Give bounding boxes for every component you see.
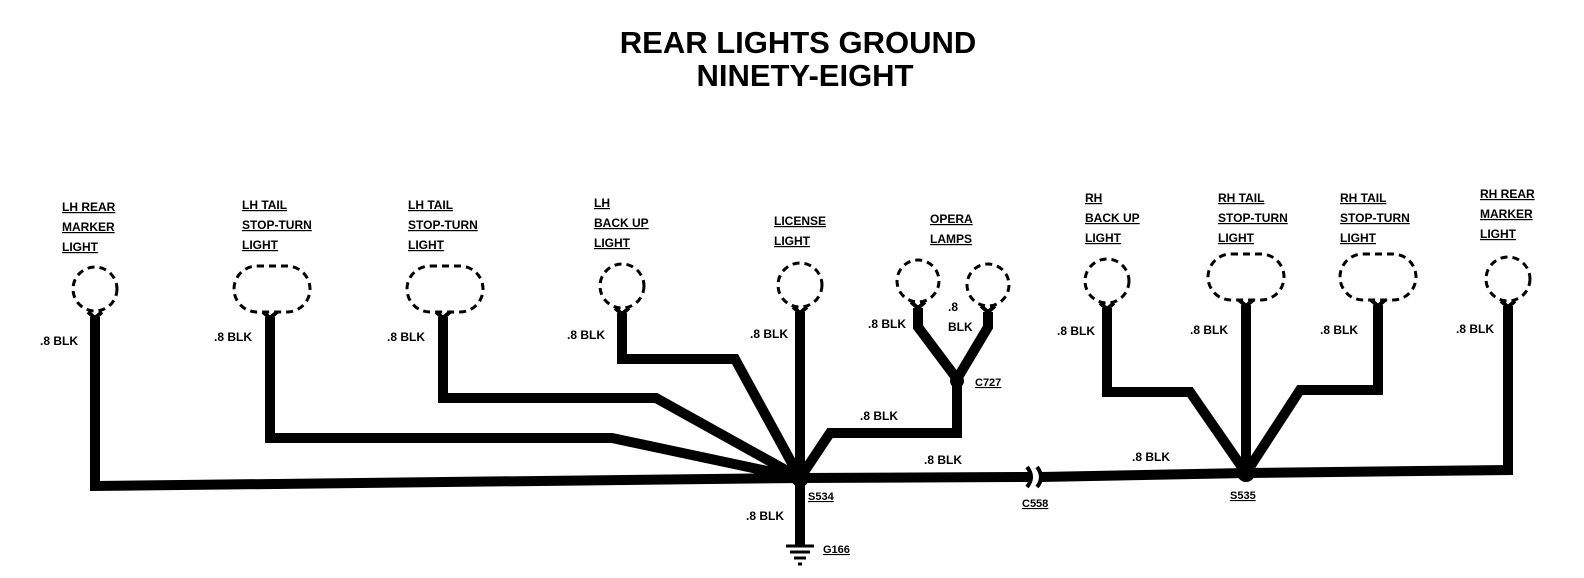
svg-text:LH: LH bbox=[594, 196, 610, 210]
rh-rear-marker-label: RH REAR MARKER LIGHT bbox=[1480, 187, 1535, 241]
s535-splice-icon bbox=[1237, 464, 1255, 482]
wire-label-rh-tail-1: .8 BLK bbox=[1190, 323, 1228, 337]
rh-tail-bulb-1-icon bbox=[1206, 252, 1286, 302]
ground-symbol-icon bbox=[786, 544, 814, 566]
lh-rear-marker-bulb-icon bbox=[71, 265, 119, 313]
opera-lamp-left-bulb-icon bbox=[895, 258, 941, 304]
wire-label-ground: .8 BLK bbox=[746, 509, 784, 523]
s534-splice-icon bbox=[791, 469, 809, 487]
lh-back-up-label: LH BACK UP LIGHT bbox=[594, 196, 649, 250]
lh-tail-bulb-1-icon bbox=[232, 264, 312, 314]
svg-text:STOP-TURN: STOP-TURN bbox=[242, 218, 312, 232]
svg-text:LH REAR: LH REAR bbox=[62, 200, 116, 214]
wire-label-rh-tail-2: .8 BLK bbox=[1320, 323, 1358, 337]
svg-text:RH TAIL: RH TAIL bbox=[1340, 191, 1386, 205]
ref-g166: G166 bbox=[823, 544, 850, 556]
rh-tail-stop-turn-label-1: RH TAIL STOP-TURN LIGHT bbox=[1218, 191, 1288, 245]
wire-label-c727-to-s534: .8 BLK bbox=[860, 409, 898, 423]
opera-lamps-label: OPERA LAMPS bbox=[930, 212, 973, 246]
c558-connector-icon bbox=[1025, 465, 1043, 489]
svg-text:STOP-TURN: STOP-TURN bbox=[1340, 211, 1410, 225]
svg-text:LIGHT: LIGHT bbox=[1218, 231, 1255, 245]
wire-label-rh-rear-marker: .8 BLK bbox=[1456, 322, 1494, 336]
svg-text:LIGHT: LIGHT bbox=[1340, 231, 1377, 245]
c727-connector-icon bbox=[950, 374, 964, 388]
svg-text:LIGHT: LIGHT bbox=[774, 234, 811, 248]
wire-label-c558-to-s535: .8 BLK bbox=[1132, 450, 1170, 464]
svg-text:MARKER: MARKER bbox=[1480, 207, 1533, 221]
ground-wires bbox=[90, 305, 1513, 545]
wire-label-rh-back-up: .8 BLK bbox=[1057, 324, 1095, 338]
svg-text:LH TAIL: LH TAIL bbox=[242, 198, 287, 212]
rh-rear-marker-bulb-icon bbox=[1484, 255, 1532, 303]
wire-label-opera-right-line2: BLK bbox=[948, 320, 973, 334]
svg-text:BACK UP: BACK UP bbox=[594, 216, 649, 230]
ref-s535: S535 bbox=[1230, 490, 1256, 502]
lh-rear-marker-label: LH REAR MARKER LIGHT bbox=[62, 200, 116, 254]
wire-label-opera-right-line1: .8 bbox=[948, 300, 958, 314]
wire-label-lh-tail-1: .8 BLK bbox=[214, 330, 252, 344]
rh-tail-bulb-2-icon bbox=[1338, 252, 1418, 302]
svg-text:STOP-TURN: STOP-TURN bbox=[1218, 211, 1288, 225]
diagram-title-line1: REAR LIGHTS GROUND bbox=[620, 25, 977, 60]
svg-text:STOP-TURN: STOP-TURN bbox=[408, 218, 478, 232]
svg-text:BACK UP: BACK UP bbox=[1085, 211, 1140, 225]
wire-label-lh-tail-2: .8 BLK bbox=[387, 330, 425, 344]
svg-text:RH REAR: RH REAR bbox=[1480, 187, 1535, 201]
lh-tail-stop-turn-label-1: LH TAIL STOP-TURN LIGHT bbox=[242, 198, 312, 252]
rh-back-up-label: RH BACK UP LIGHT bbox=[1085, 191, 1140, 245]
wire-label-lh-rear-marker: .8 BLK bbox=[40, 334, 78, 348]
rh-back-up-bulb-icon bbox=[1083, 257, 1131, 305]
wire-label-opera-left: .8 BLK bbox=[868, 317, 906, 331]
ref-c558: C558 bbox=[1022, 498, 1048, 510]
rh-tail-stop-turn-label-2: RH TAIL STOP-TURN LIGHT bbox=[1340, 191, 1410, 245]
svg-text:RH TAIL: RH TAIL bbox=[1218, 191, 1264, 205]
svg-text:RH: RH bbox=[1085, 191, 1102, 205]
ref-s534: S534 bbox=[808, 491, 835, 503]
svg-text:LAMPS: LAMPS bbox=[930, 232, 972, 246]
svg-text:LIGHT: LIGHT bbox=[1480, 227, 1517, 241]
svg-text:LH TAIL: LH TAIL bbox=[408, 198, 453, 212]
svg-text:LIGHT: LIGHT bbox=[62, 240, 99, 254]
svg-text:LIGHT: LIGHT bbox=[408, 238, 445, 252]
wire-label-s534-to-c558: .8 BLK bbox=[924, 453, 962, 467]
svg-text:LICENSE: LICENSE bbox=[774, 214, 826, 228]
lh-tail-bulb-2-icon bbox=[405, 264, 485, 314]
license-light-label: LICENSE LIGHT bbox=[774, 214, 826, 248]
svg-text:LIGHT: LIGHT bbox=[1085, 231, 1122, 245]
svg-text:OPERA: OPERA bbox=[930, 212, 973, 226]
svg-text:LIGHT: LIGHT bbox=[594, 236, 631, 250]
ref-c727: C727 bbox=[975, 377, 1001, 389]
svg-text:MARKER: MARKER bbox=[62, 220, 115, 234]
lh-tail-stop-turn-label-2: LH TAIL STOP-TURN LIGHT bbox=[408, 198, 478, 252]
wire-label-license: .8 BLK bbox=[750, 327, 788, 341]
opera-lamp-right-bulb-icon bbox=[965, 262, 1011, 308]
diagram-title-line2: NINETY-EIGHT bbox=[696, 58, 913, 93]
svg-text:LIGHT: LIGHT bbox=[242, 238, 279, 252]
lh-back-up-bulb-icon bbox=[598, 262, 646, 310]
wire-label-lh-back-up: .8 BLK bbox=[567, 328, 605, 342]
license-bulb-icon bbox=[776, 261, 824, 309]
